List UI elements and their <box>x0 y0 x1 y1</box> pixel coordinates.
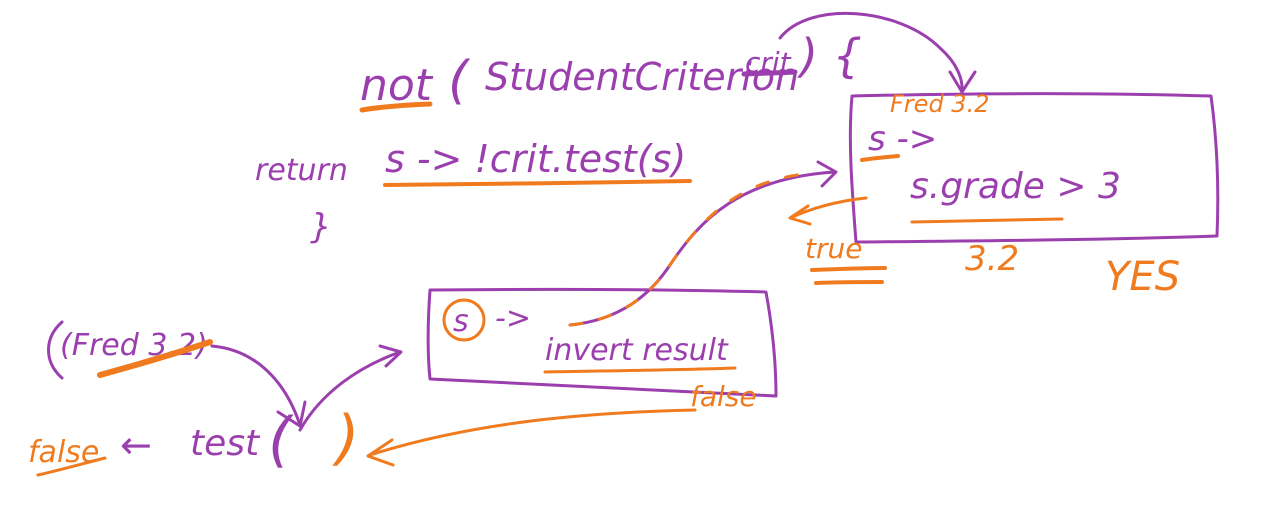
negated-result-false: false <box>690 380 757 413</box>
not-underline <box>359 101 433 113</box>
criterion-box-outline <box>848 92 1220 244</box>
test-argument: (Fred 3.2) <box>60 328 208 363</box>
argument-to-test-arrow <box>210 344 307 428</box>
return-keyword: return <box>255 153 348 188</box>
crit-underline <box>741 69 798 77</box>
criterion-lambda-head-underline <box>860 154 900 162</box>
test-to-box-arrow <box>298 344 403 432</box>
criterion-answer-yes: YES <box>1105 254 1180 300</box>
negated-to-criterion-arrow <box>568 160 838 327</box>
true-double-underline <box>810 266 887 285</box>
criterion-sample-label: Fred 3.2 <box>890 90 989 118</box>
test-result-arrow: ← <box>120 423 152 467</box>
negated-param-circle <box>442 298 486 342</box>
return-expression-underline <box>383 179 692 187</box>
test-result-underline <box>36 456 107 477</box>
closing-brace: } <box>310 207 332 247</box>
negated-arrow: -> <box>495 301 531 336</box>
negated-box-outline <box>426 287 778 398</box>
negated-param: s <box>453 304 469 339</box>
close-paren-brace: ) { <box>797 29 862 83</box>
test-result: false <box>28 435 99 470</box>
return-expression: s -> !crit.test(s) <box>385 137 686 181</box>
test-argument-paren-left <box>47 320 64 380</box>
crit-to-box-arrow <box>778 11 977 94</box>
test-open-paren: ( <box>268 405 294 475</box>
criterion-lambda-head: s -> <box>868 119 937 159</box>
criterion-lambda-body-underline <box>910 217 1064 224</box>
negated-body-underline <box>543 366 737 374</box>
box-to-true-arrow <box>788 196 868 226</box>
negated-to-criterion-dashes <box>568 171 817 327</box>
open-paren: ( <box>448 51 471 111</box>
negated-body: invert result <box>545 333 729 368</box>
test-method: test <box>190 423 261 464</box>
test-argument-underline <box>97 339 213 378</box>
criterion-grade-value: 3.2 <box>965 239 1019 279</box>
criterion-result-true: true <box>805 232 862 265</box>
test-close-paren: ) <box>332 403 359 473</box>
criterion-lambda-body: s.grade > 3 <box>910 166 1121 207</box>
false-to-test-arrow <box>366 408 697 467</box>
param-type: StudentCriterion <box>485 55 799 99</box>
